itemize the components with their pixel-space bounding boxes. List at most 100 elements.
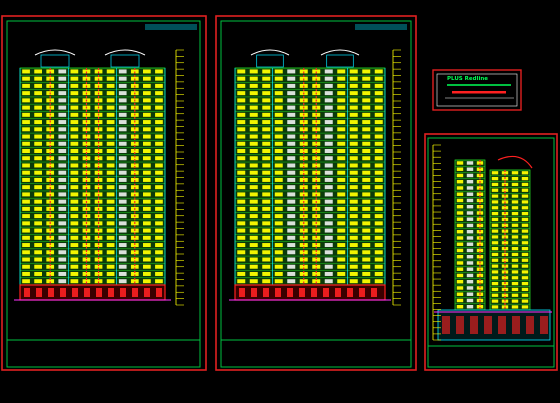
window [456,273,464,278]
window [94,69,103,74]
window [287,83,296,88]
window [106,192,115,197]
podium-bay [96,288,102,297]
window [511,252,519,257]
window [287,279,296,284]
window [324,156,333,161]
window [456,173,464,178]
window [155,243,163,248]
window [456,305,464,309]
roof-penthouse [110,54,140,68]
window [143,91,151,96]
window [324,235,333,240]
window [511,270,519,274]
window [118,127,127,132]
window [466,173,474,178]
legend-swatch-green [447,84,511,86]
window [130,149,139,153]
window [143,192,151,197]
window [155,98,163,103]
window [58,134,67,139]
window [456,180,464,184]
window [287,134,296,139]
window [118,163,127,168]
window [118,76,127,81]
window [237,221,246,226]
window [143,120,151,125]
window [262,221,271,226]
window [456,223,464,228]
window [312,134,321,139]
window [456,186,464,190]
window [466,205,474,209]
window [337,264,346,269]
window [501,223,509,227]
window [143,243,151,248]
window [70,141,79,146]
window [106,221,115,226]
window [491,223,499,227]
window [155,69,163,74]
window [274,83,283,88]
window [337,192,346,197]
window [106,206,115,211]
podium-bay [347,288,353,297]
window [130,163,139,168]
window [287,76,296,81]
window [82,250,91,255]
window [476,273,484,278]
window [511,258,519,262]
window [491,229,499,233]
roof-penthouse [40,54,70,68]
window [312,170,321,175]
window [58,235,67,240]
podium-bay [287,288,293,297]
window [155,192,163,197]
window [324,206,333,211]
window [337,250,346,255]
window [155,91,163,96]
window [58,206,67,211]
window [324,76,333,81]
window [324,214,333,219]
window [94,177,103,182]
window [324,221,333,226]
window [511,206,519,210]
window [58,199,67,204]
window [456,280,464,284]
window [324,271,333,276]
window [456,292,464,296]
window [362,91,371,96]
window [118,112,127,117]
window [299,250,308,255]
window [324,192,333,197]
window [466,298,474,303]
window [143,98,151,103]
window [456,298,464,303]
window [299,271,308,276]
window [22,271,30,276]
window [312,257,321,262]
window [466,217,474,221]
window [22,185,30,190]
window [362,250,371,255]
window [466,167,474,171]
window [349,192,358,197]
window [362,235,371,240]
window [262,98,271,103]
window [521,188,529,192]
window [34,271,42,276]
window [374,206,383,211]
window [249,235,258,240]
window [237,120,246,125]
basement-bay [526,316,534,334]
window [511,287,519,292]
window [143,112,151,117]
window [46,271,55,276]
window [58,264,67,269]
window [274,170,283,175]
window [34,221,42,226]
window [521,241,529,245]
window [22,250,30,255]
window [324,91,333,96]
